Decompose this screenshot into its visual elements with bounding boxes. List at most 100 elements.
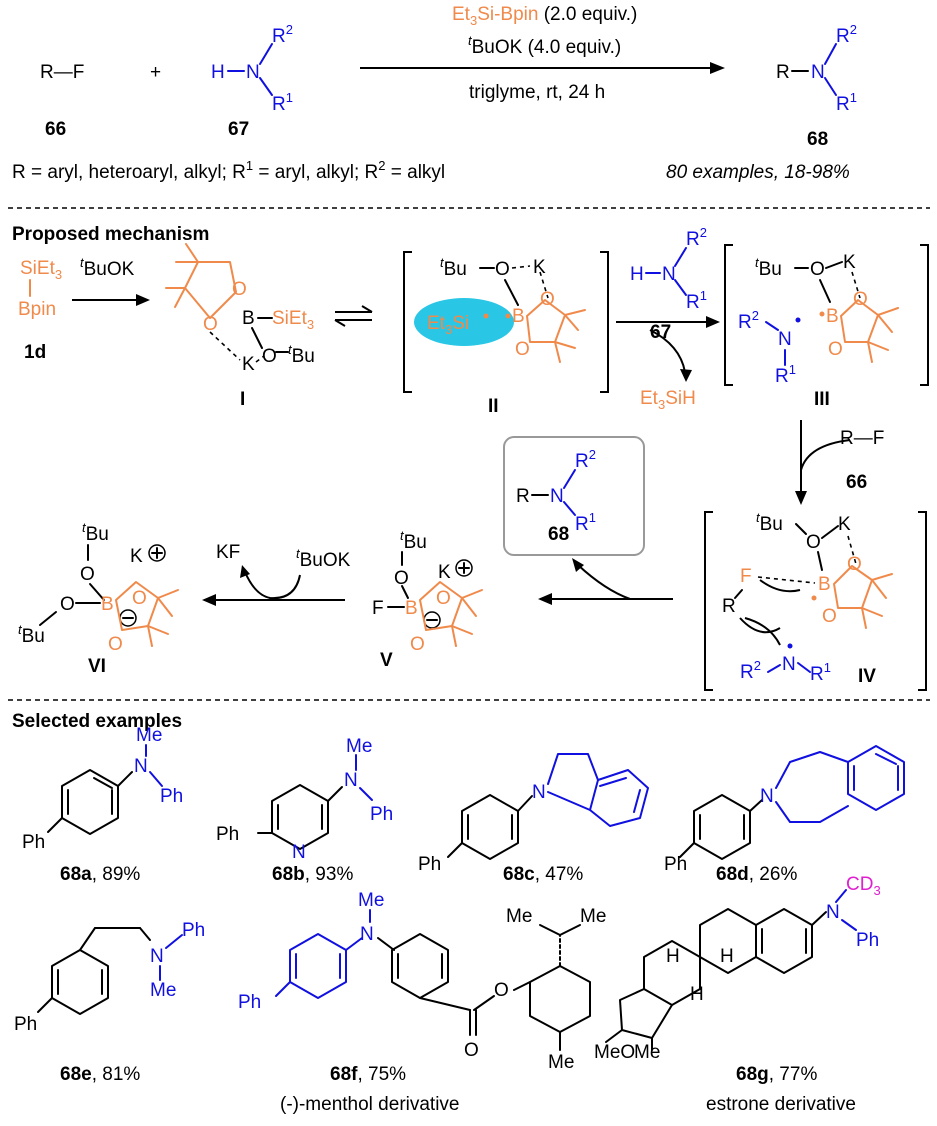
V-b: B: [405, 598, 418, 619]
label-III: III: [814, 389, 830, 410]
VI-o1: O: [132, 588, 147, 609]
label-67: 67: [228, 119, 249, 140]
label-68: 68: [807, 129, 828, 150]
68a-me: Me: [136, 725, 162, 746]
IV-n: N: [782, 654, 796, 675]
VI-o2: O: [108, 634, 123, 655]
68d-ph: Ph: [664, 854, 687, 875]
IV-r1: R1: [810, 660, 831, 685]
III-o2: O: [828, 339, 843, 360]
IV-r: R: [722, 596, 736, 617]
kf-byproduct: KF: [216, 542, 240, 563]
intermediate-III: tBu O K B O O R2 N R1 III: [724, 244, 929, 410]
III-r1: R1: [775, 362, 796, 387]
VI-tbu2: tBu: [18, 622, 45, 647]
68f-me-ipr1: Me: [506, 906, 532, 927]
step-V-to-VI: KF tBuOK: [202, 542, 351, 606]
step-IV-to-V: R N R2 R1 68: [503, 436, 673, 605]
68e-me: Me: [150, 980, 176, 1001]
selected-examples: Selected examples N Me Ph Ph 68a, 89% N …: [12, 711, 905, 1115]
IV-o: O: [806, 532, 821, 553]
68e-ph2: Ph: [14, 1014, 37, 1035]
mech-amine-r2: R2: [686, 225, 707, 250]
68g-h3: H: [690, 984, 704, 1005]
68f-o-ester: O: [494, 980, 509, 1001]
V-o: O: [394, 568, 409, 589]
III-k: K: [843, 252, 856, 273]
amine-r1: R1: [272, 90, 293, 115]
compound-1d: SiEt3 Bpin 1d: [18, 258, 62, 363]
product-r2: R2: [836, 22, 857, 47]
II-et3si: Et3Si: [427, 313, 469, 337]
68f-n: N: [360, 924, 374, 945]
mechanism: Proposed mechanism SiEt3 Bpin 1d tBuOK O…: [12, 224, 929, 691]
68d-n: N: [760, 786, 774, 807]
68c-label: 68c, 47%: [503, 864, 583, 885]
label-66: 66: [45, 119, 66, 140]
68e-ph: Ph: [182, 920, 205, 941]
box-n: N: [550, 486, 564, 507]
68g-h2: H: [720, 946, 734, 967]
label-IV: IV: [858, 666, 876, 687]
product-68: R N R2 R1: [776, 22, 857, 115]
68b-ph2: Ph: [216, 824, 239, 845]
68c-ph: Ph: [418, 854, 441, 875]
68g-cd3: CD3: [846, 874, 881, 898]
68g-note: estrone derivative: [706, 1094, 856, 1115]
68f-me-ipr2: Me: [580, 906, 606, 927]
bpin-label: Bpin: [18, 299, 56, 320]
V-f: F: [372, 598, 384, 619]
68f-ph: Ph: [238, 992, 261, 1013]
scope-definition: R = aryl, heteroaryl, alkyl; R1 = aryl, …: [12, 158, 445, 183]
I-sieth3: SiEt3: [272, 308, 314, 332]
IV-r2: R2: [740, 658, 761, 683]
intermediate-I: O O B SiEt3 O tBu K I: [165, 243, 315, 410]
68f-label: 68f, 75%: [330, 1064, 406, 1085]
IV-o2: O: [822, 606, 837, 627]
intermediate-VI: tBu O K O tBu B O O VI: [18, 520, 179, 677]
IV-tbu: tBu: [756, 510, 783, 535]
V-tbu: tBu: [400, 528, 427, 553]
VI-tbu1: tBu: [82, 520, 109, 545]
68g-ph: Ph: [856, 930, 879, 951]
reactant-rf: R—F: [40, 62, 84, 83]
et3sih-byproduct: Et3SiH: [640, 388, 696, 412]
II-b: B: [512, 306, 525, 327]
example-68e: N Ph Me Ph 68e, 81%: [14, 920, 205, 1085]
label-V: V: [380, 650, 393, 671]
V-k: K: [438, 562, 451, 583]
tbuok-reagent: tBuOK: [80, 255, 135, 280]
product-68-box: [503, 436, 645, 556]
mech-label-66: 66: [846, 472, 867, 493]
III-n: N: [778, 329, 792, 350]
box-label-68: 68: [548, 524, 569, 545]
example-68g: H H H N CD3 Ph MeO Me 68g, 77% estrone d…: [594, 874, 881, 1115]
68b-me: Me: [346, 736, 372, 757]
intermediate-V: tBu O K F B O O V: [372, 528, 483, 671]
68b-label: 68b, 93%: [272, 864, 353, 885]
68c-n: N: [532, 782, 546, 803]
reagent-tbuok: tBuOK (4.0 equiv.): [468, 33, 621, 58]
I-k: K: [242, 354, 255, 375]
top-reaction: R—F + H N R2 R1 66 67 Et3Si-Bpin (2.0 eq…: [12, 4, 857, 183]
reagent-et3si-bpin: Et3Si-Bpin (2.0 equiv.): [452, 4, 637, 28]
box-r2: R2: [575, 447, 596, 472]
label-1d: 1d: [24, 342, 46, 363]
mech-amine-n: N: [662, 264, 676, 285]
III-tbu: tBu: [755, 255, 782, 280]
mech-amine-r1: R1: [686, 288, 707, 313]
examples-heading: Selected examples: [12, 711, 182, 732]
mech-amine-h: H: [630, 264, 644, 285]
68a-n: N: [134, 756, 148, 777]
intermediate-II: Et3Si tBu O K B O O II: [403, 251, 609, 417]
68a-label: 68a, 89%: [60, 864, 140, 885]
III-b: B: [826, 306, 839, 327]
examples-count: 80 examples, 18-98%: [666, 162, 850, 183]
II-o2: O: [515, 339, 530, 360]
68g-me: Me: [634, 1042, 660, 1063]
I-o2: O: [203, 314, 218, 335]
68b-pyr-n: N: [292, 842, 306, 863]
I-o1: O: [232, 279, 247, 300]
example-68f: Ph N Me O O Me Me Me 68f, 75% (-)-: [238, 890, 606, 1115]
